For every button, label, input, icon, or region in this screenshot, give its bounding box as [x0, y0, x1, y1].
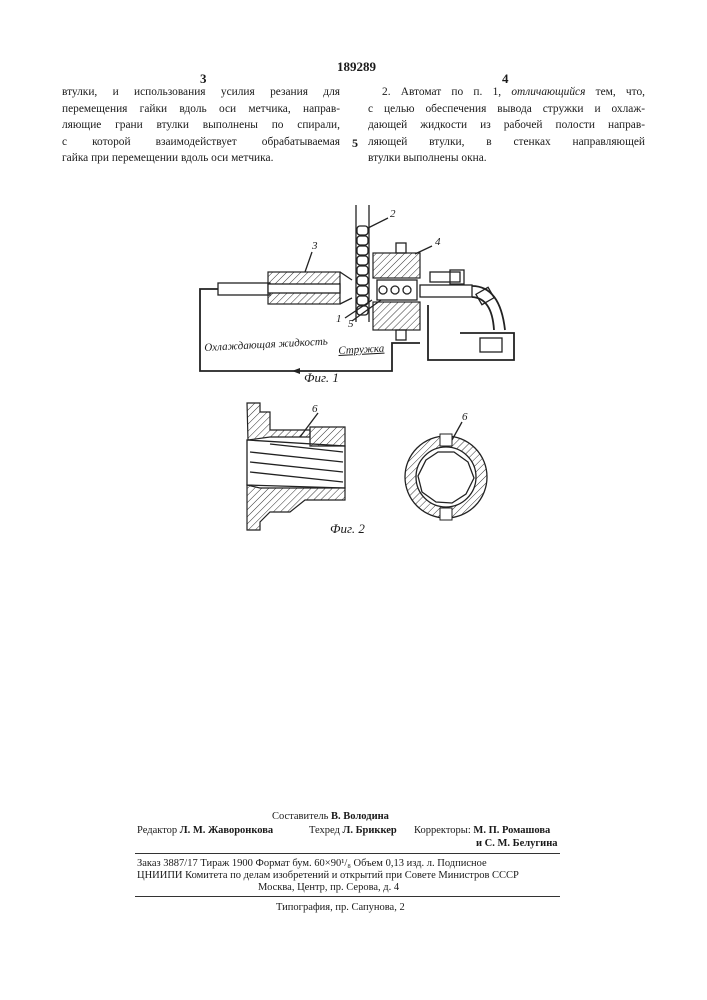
leader-2 [368, 218, 388, 228]
fig1-label-5: 5 [348, 318, 354, 330]
head-nut-bottom [396, 330, 406, 340]
divider-bottom [135, 896, 560, 897]
correctors-label: Корректоры: [414, 825, 471, 836]
head-nut-top [396, 243, 406, 253]
fig1-label-4: 4 [435, 236, 441, 248]
techred-line: Техред Л. Бриккер [309, 824, 397, 837]
figure-2-drawing [247, 403, 487, 530]
fig1-label-1: 1 [336, 313, 342, 325]
head-bottom [373, 302, 420, 330]
figure-1-caption: Фиг. 1 [304, 370, 339, 386]
compiler-line: Составитель В. Володина [272, 810, 389, 823]
head-top [373, 253, 420, 278]
techred-name: Л. Бриккер [343, 825, 397, 836]
editor-label: Редактор [137, 825, 177, 836]
compiler-name: В. Володина [331, 811, 389, 822]
nut-stack [357, 226, 368, 315]
compiler-label: Составитель [272, 811, 328, 822]
corrector-2: и С. М. Белугина [476, 838, 558, 849]
leader-3 [305, 252, 312, 272]
divider-top [135, 853, 560, 854]
fig1-label-2: 2 [390, 208, 396, 220]
address-line: Москва, Центр, пр. Серова, д. 4 [258, 881, 399, 894]
tap-shaft [420, 285, 472, 297]
bushing-top-wall [247, 403, 310, 440]
outlet-pipe-inner [472, 297, 494, 330]
fig2-label-6a: 6 [312, 403, 318, 415]
flow-arrow [292, 368, 300, 374]
editor-name: Л. М. Жаворонкова [180, 825, 273, 836]
pusher-rod [218, 283, 270, 295]
corrector-1: М. П. Ромашова [473, 825, 550, 836]
fig1-label-3: 3 [312, 240, 318, 252]
leader-4 [415, 246, 432, 254]
correctors-line: Корректоры: М. П. Ромашова [414, 824, 550, 837]
techred-label: Техред [309, 825, 340, 836]
printer-line: Типография, пр. Сапунова, 2 [276, 901, 405, 914]
drain-fitting [480, 338, 502, 352]
flow-label-chips: Стружка [338, 343, 385, 357]
figure-2-caption: Фиг. 2 [330, 521, 365, 537]
editor-line: Редактор Л. М. Жаворонкова [137, 824, 273, 837]
corrector-2-line: и С. М. Белугина [476, 837, 558, 850]
fig2-label-6b: 6 [462, 411, 468, 423]
